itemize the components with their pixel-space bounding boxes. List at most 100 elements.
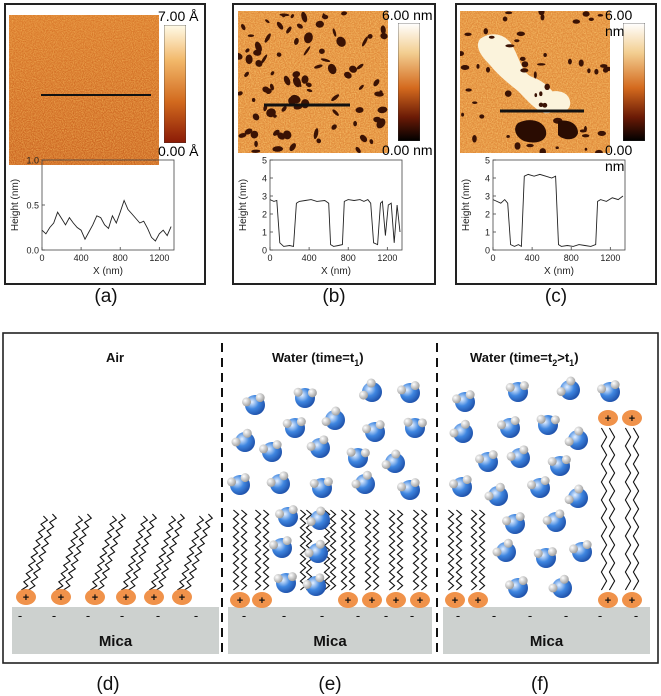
water-molecule bbox=[556, 376, 580, 400]
hydrogen-atom bbox=[449, 479, 459, 489]
negative-charge: - bbox=[356, 608, 360, 623]
hydrogen-atom bbox=[497, 420, 507, 430]
surfactant-tail bbox=[329, 509, 337, 591]
y-tick-label: 5 bbox=[262, 156, 267, 166]
negative-charge: - bbox=[242, 608, 246, 623]
hydrogen-atom bbox=[519, 445, 529, 455]
surfactant-tail bbox=[608, 427, 616, 591]
hydrogen-atom bbox=[555, 509, 565, 519]
hydrogen-atom bbox=[488, 450, 498, 460]
surfactant-tail bbox=[348, 509, 356, 591]
surfactant-tail bbox=[28, 513, 58, 591]
hydrogen-atom bbox=[293, 387, 303, 397]
water-molecule bbox=[231, 428, 255, 452]
afm-scale-min-a: 0.00 Å bbox=[158, 143, 199, 159]
surfactant-tail bbox=[412, 509, 420, 591]
hydrogen-atom bbox=[527, 480, 537, 490]
water-molecule bbox=[269, 536, 292, 558]
negative-charge: - bbox=[18, 608, 22, 623]
hydrogen-atom bbox=[547, 457, 557, 466]
hydrogen-atom bbox=[346, 447, 356, 457]
headgroup-cation bbox=[622, 410, 642, 426]
afm-image-c bbox=[460, 11, 610, 153]
surfactant-tail bbox=[420, 509, 428, 591]
surfactant-tail bbox=[455, 509, 463, 591]
surfactant-tail bbox=[323, 509, 331, 591]
headgroup-cation bbox=[172, 589, 192, 605]
hydrogen-atom bbox=[465, 390, 475, 400]
hydrogen-atom bbox=[397, 482, 407, 492]
hydrogen-atom bbox=[315, 539, 325, 549]
negative-charge: - bbox=[86, 608, 90, 623]
hydrogen-atom bbox=[397, 385, 407, 395]
hydrogen-atom bbox=[279, 471, 289, 481]
hydrogen-atom bbox=[321, 417, 331, 427]
negative-charge: - bbox=[52, 608, 56, 623]
y-tick-label: 0.5 bbox=[26, 201, 39, 211]
hydrogen-atom bbox=[484, 491, 494, 501]
negative-charge: - bbox=[410, 608, 414, 623]
water-molecule bbox=[492, 538, 516, 562]
hydrogen-atom bbox=[610, 380, 620, 390]
hydrogen-atom bbox=[518, 576, 528, 586]
title-water-t2: Water (time=t2>t1) bbox=[470, 350, 579, 368]
y-tick-label: 0 bbox=[485, 246, 490, 256]
surfactant-tail bbox=[388, 509, 396, 591]
surfactant-tail bbox=[240, 509, 248, 591]
water-molecule bbox=[497, 416, 520, 438]
hydrogen-atom bbox=[266, 477, 276, 487]
water-molecule bbox=[346, 447, 370, 468]
surfactant-tail bbox=[97, 513, 127, 591]
surfactant-tail bbox=[396, 509, 404, 591]
y-tick-label: 4 bbox=[485, 174, 490, 184]
surfactant-tail bbox=[90, 515, 118, 591]
surfactant-tail bbox=[121, 515, 149, 591]
surfactant-tail bbox=[624, 427, 632, 591]
positive-charge: + bbox=[58, 592, 64, 604]
x-tick-label: 0 bbox=[490, 253, 495, 263]
water-molecule bbox=[547, 455, 571, 476]
oxygen-atom bbox=[560, 380, 580, 400]
hydrogen-atom bbox=[449, 428, 459, 438]
hydrogen-atom bbox=[519, 381, 529, 391]
surfactant-tail bbox=[254, 509, 262, 591]
schematic-frame bbox=[2, 332, 659, 664]
afm-image-a bbox=[9, 15, 159, 165]
hydrogen-atom bbox=[574, 426, 584, 436]
positive-charge: + bbox=[417, 595, 423, 607]
x-tick-label: 1200 bbox=[377, 253, 397, 263]
x-tick-label: 0 bbox=[267, 253, 272, 263]
hydrogen-atom bbox=[273, 574, 283, 583]
water-molecule bbox=[302, 573, 326, 596]
headgroup-cation bbox=[51, 589, 71, 605]
y-axis-label: Height (nm) bbox=[461, 179, 472, 231]
hydrogen-atom bbox=[307, 388, 317, 398]
x-tick-label: 400 bbox=[74, 253, 89, 263]
afm-scale-min-b: 0.00 nm bbox=[382, 142, 433, 158]
positive-charge: + bbox=[475, 595, 481, 607]
water-molecule bbox=[304, 539, 328, 563]
headgroup-cation bbox=[598, 410, 618, 426]
water-molecule bbox=[527, 476, 550, 498]
hydrogen-atom bbox=[304, 548, 314, 558]
headgroup-cation bbox=[386, 592, 406, 608]
positive-charge: + bbox=[345, 595, 351, 607]
water-molecule bbox=[542, 509, 566, 532]
oxygen-atom bbox=[355, 474, 375, 494]
negative-charge: - bbox=[120, 608, 124, 623]
headgroup-cation bbox=[16, 589, 36, 605]
hydrogen-atom bbox=[559, 574, 569, 584]
water-molecule bbox=[275, 505, 298, 527]
afm-colorbar-a bbox=[164, 25, 186, 143]
hydrogen-atom bbox=[362, 470, 372, 480]
surfactant-tail bbox=[600, 427, 608, 591]
hydrogen-atom bbox=[366, 378, 376, 388]
hydrogen-atom bbox=[362, 424, 372, 434]
afm-scale-max-b: 6.00 nm bbox=[382, 7, 433, 23]
